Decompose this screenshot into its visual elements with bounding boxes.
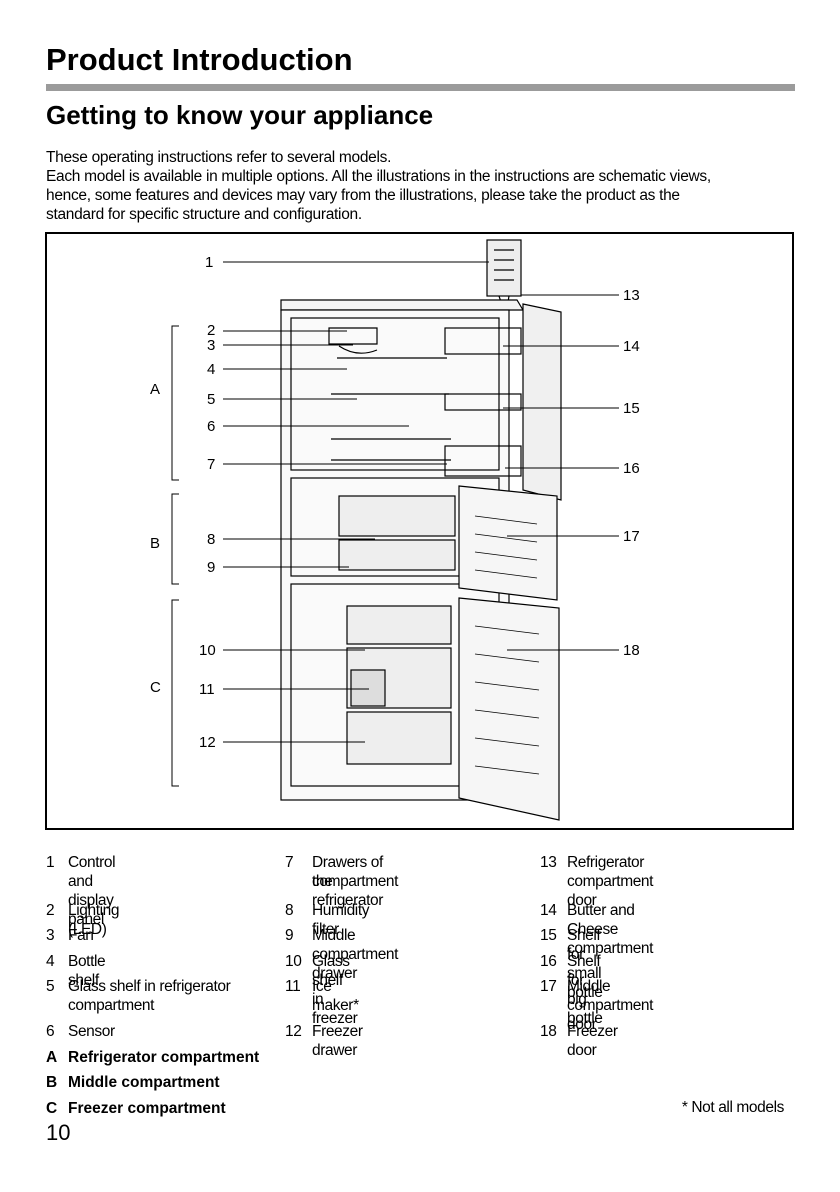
group-label-c: C bbox=[150, 679, 161, 696]
intro-line: hence, some features and devices may var… bbox=[46, 187, 680, 204]
control-panel-shape bbox=[486, 239, 522, 297]
callout-6: 6 bbox=[207, 418, 215, 435]
group-label-a: A bbox=[150, 381, 160, 398]
intro-line: Each model is available in multiple opti… bbox=[46, 168, 711, 185]
title-rule bbox=[46, 84, 795, 91]
page-title: Product Introduction bbox=[46, 42, 353, 77]
fridge-illustration: 1 2 3 4 5 6 7 8 9 10 11 12 13 14 15 16 1… bbox=[150, 239, 640, 821]
callout-8: 8 bbox=[207, 531, 215, 548]
callout-16: 16 bbox=[623, 460, 640, 477]
callout-17: 17 bbox=[623, 528, 640, 545]
intro-line: standard for specific structure and conf… bbox=[46, 206, 362, 223]
intro-paragraph: These operating instructions refer to se… bbox=[46, 148, 796, 224]
group-label-b: B bbox=[150, 535, 160, 552]
callout-10: 10 bbox=[199, 642, 216, 659]
callout-7: 7 bbox=[207, 456, 215, 473]
callout-14: 14 bbox=[623, 338, 640, 355]
callout-4: 4 bbox=[207, 361, 215, 378]
page-number: 10 bbox=[46, 1120, 71, 1145]
intro-line: These operating instructions refer to se… bbox=[46, 149, 392, 166]
callout-18: 18 bbox=[623, 642, 640, 659]
callout-5: 5 bbox=[207, 391, 215, 408]
callout-15: 15 bbox=[623, 400, 640, 417]
callout-12: 12 bbox=[199, 734, 216, 751]
appliance-diagram: 1 2 3 4 5 6 7 8 9 10 11 12 13 14 15 16 1… bbox=[45, 232, 794, 830]
callout-13: 13 bbox=[623, 287, 640, 304]
callout-11: 11 bbox=[199, 681, 215, 698]
callout-2: 2 bbox=[207, 322, 215, 339]
callout-9: 9 bbox=[207, 559, 215, 576]
footnote: * Not all models bbox=[681, 1099, 785, 1116]
ice-maker-shape bbox=[350, 669, 386, 707]
section-heading: Getting to know your appliance bbox=[46, 100, 434, 130]
callout-3: 3 bbox=[207, 337, 215, 354]
callout-1: 1 bbox=[205, 254, 213, 271]
